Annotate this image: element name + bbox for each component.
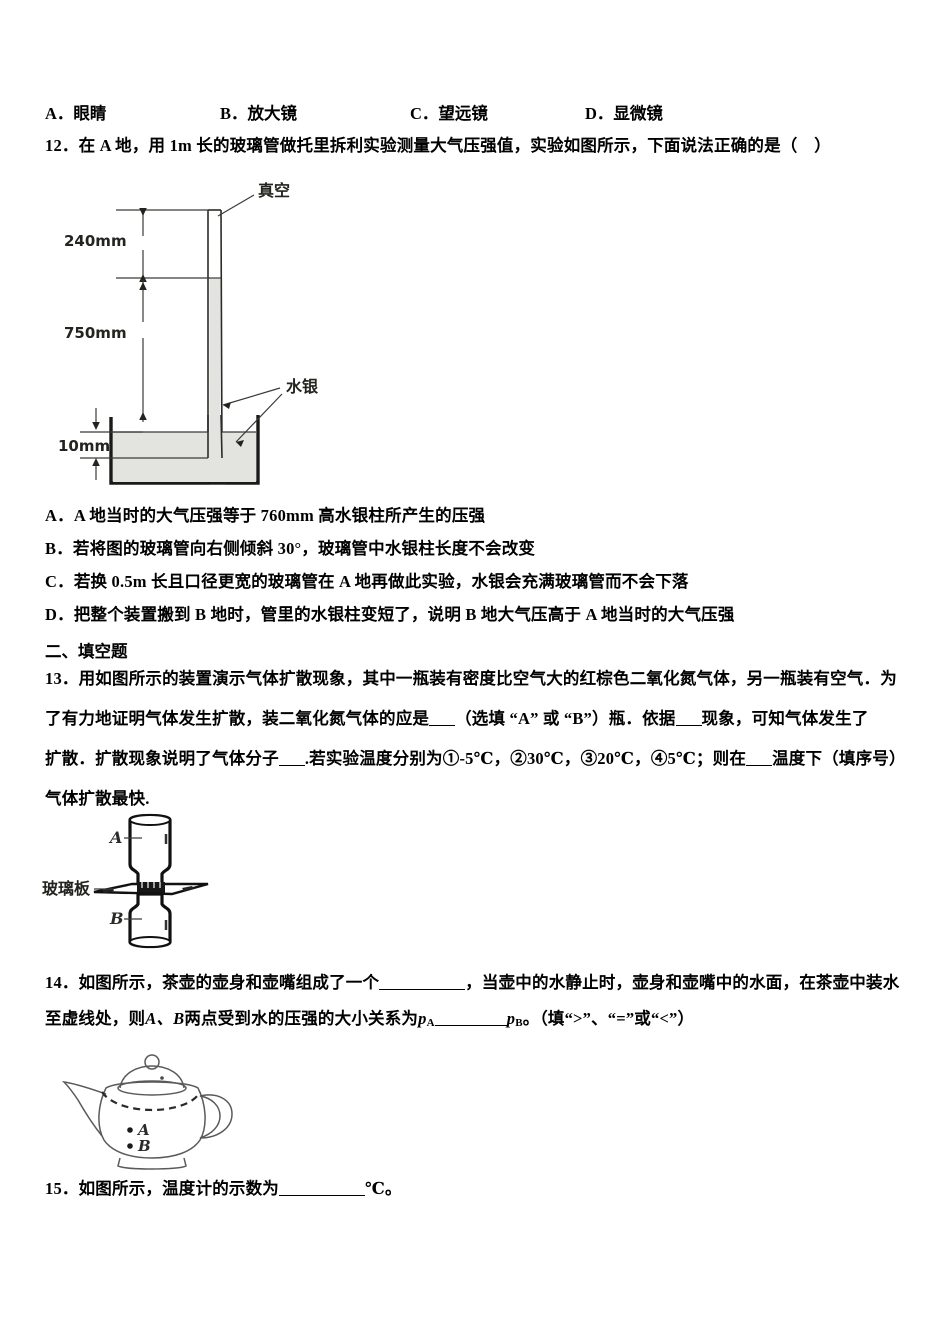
q13-circled-four: ④ bbox=[650, 749, 668, 768]
q14-line1-part-a: 14．如图所示，茶壶的壶身和壶嘴组成了一个 bbox=[45, 973, 380, 992]
bottle-b-base bbox=[129, 936, 171, 948]
mercury-leader-to-reservoir bbox=[235, 393, 283, 443]
teapot-base bbox=[117, 1157, 187, 1170]
q13-line3-temp-3: 20℃， bbox=[597, 749, 651, 768]
dim750-arrowhead-bottom bbox=[139, 412, 147, 420]
q14-blank-2 bbox=[434, 1025, 507, 1026]
tube-mercury-column bbox=[209, 278, 221, 458]
q13-blank-2 bbox=[675, 725, 702, 726]
q13-line-2: 了有力地证明气体发生扩散，装二氧化氮气体的应是 （选填 “A” 或 “B”）瓶．依… bbox=[45, 708, 869, 730]
q13-line3-temp-2: 30℃， bbox=[526, 749, 581, 768]
q14-points-ab: A、B bbox=[145, 1009, 185, 1028]
q13-line2-part-a: 了有力地证明气体发生扩散，装二氧化氮气体的应是 bbox=[45, 709, 430, 728]
dim10-arrowhead-down bbox=[92, 422, 100, 430]
q11-option-a: A．眼睛 bbox=[45, 104, 107, 123]
q14-pressure-a-symbol: p bbox=[418, 1009, 427, 1028]
plate-right-mark bbox=[182, 886, 194, 891]
reservoir-right-wall bbox=[226, 415, 260, 485]
q11-option-d: D．显微镜 bbox=[585, 104, 663, 123]
q13-line3-part-g: 温度下（填序号） bbox=[772, 749, 906, 768]
teapot-point-a-dot bbox=[127, 1127, 133, 1133]
q15-part-b: ℃。 bbox=[365, 1179, 402, 1198]
q15-part-a: 15．如图所示，温度计的示数为 bbox=[45, 1179, 279, 1198]
reservoir-left-wall bbox=[109, 417, 210, 485]
teapot-spout bbox=[61, 1080, 107, 1137]
teapot-lid-dome bbox=[119, 1065, 185, 1089]
bottle-a-mouth bbox=[129, 814, 171, 826]
q15-line: 15．如图所示，温度计的示数为 ℃。 bbox=[45, 1178, 402, 1200]
q13-line3-temp-4: 5℃；则在 bbox=[667, 749, 747, 768]
q15-blank bbox=[279, 1195, 365, 1196]
q12-option-a: A．A 地当时的大气压强等于 760mm 高水银柱所产生的压强 bbox=[45, 506, 486, 525]
q13-blank-3 bbox=[278, 765, 305, 766]
q14-pressure-b-symbol: p bbox=[506, 1009, 516, 1028]
mercury-leader-arrowhead-tube bbox=[223, 402, 231, 409]
q14-figure-container: A B bbox=[48, 1042, 248, 1172]
teapot-lid-rim bbox=[117, 1080, 187, 1096]
q13-figure-container: A B 玻璃板 bbox=[42, 808, 272, 958]
q13-blank-1 bbox=[429, 725, 456, 726]
mercury-leader-to-tube bbox=[222, 387, 281, 406]
q11-options-row: A．眼睛 B．放大镜 C．望远镜 D．显微镜 bbox=[45, 100, 925, 124]
q12-figure-container: 真空 240mm 750mm bbox=[58, 170, 358, 490]
teapot-point-b-dot bbox=[127, 1143, 133, 1149]
q14-line2-part-a: 至虚线处，则 bbox=[45, 1009, 146, 1028]
dim750-arrowhead-top bbox=[139, 282, 147, 290]
q12-stem: 12．在 A 地，用 1m 长的玻璃管做托里拆利实验测量大气压强值，实验如图所示… bbox=[45, 136, 831, 155]
q13-line3-part-a: 扩散．扩散现象说明了气体分子 bbox=[45, 749, 279, 768]
teapot-diagram: A B bbox=[61, 1054, 233, 1170]
dim10-arrowhead-up bbox=[92, 458, 100, 466]
q12-option-d: D．把整个装置搬到 B 地时，管里的水银柱变短了，说明 B 地大气压高于 A 地… bbox=[45, 605, 735, 624]
bottle-joint-band bbox=[137, 882, 165, 893]
dim-750mm-label: 750mm bbox=[64, 324, 127, 342]
q14-line1-part-b: ，当壶中的水静止时，壶身和壶嘴中的水面，在茶壶中装水 bbox=[465, 973, 900, 992]
teapot-point-b-label: B bbox=[137, 1137, 151, 1155]
tube-right-wall-lower bbox=[220, 414, 223, 459]
torricelli-experiment-diagram: 真空 240mm 750mm bbox=[58, 181, 319, 485]
q14-line-1: 14．如图所示，茶壶的壶身和壶嘴组成了一个 ，当壶中的水静止时，壶身和壶嘴中的水面… bbox=[45, 972, 899, 994]
q11-option-b: B．放大镜 bbox=[220, 104, 298, 123]
q14-line2-part-d: 。（填“>”、“=”或“<”） bbox=[522, 1009, 695, 1028]
bottle-a-label: A bbox=[108, 828, 122, 847]
glass-plate-label: 玻璃板 bbox=[42, 879, 91, 898]
q11-option-c: C．望远镜 bbox=[410, 104, 488, 123]
q14-line2-part-c: 两点受到水的压强的大小关系为 bbox=[184, 1009, 419, 1028]
q13-line-3: 扩散．扩散现象说明了气体分子 .若实验温度分别为①-5℃，②30℃，③20℃，④5… bbox=[45, 748, 906, 770]
mercury-label: 水银 bbox=[286, 377, 319, 396]
vacuum-leader-line bbox=[217, 194, 255, 217]
q13-line-1: 13．用如图所示的装置演示气体扩散现象，其中一瓶装有密度比空气大的红棕色二氧化氮… bbox=[45, 669, 897, 688]
q13-line2-part-c: 现象，可知气体发生了 bbox=[701, 709, 869, 728]
teapot-lid-vent-dot bbox=[160, 1076, 164, 1080]
mercury-leader-arrowhead-reservoir bbox=[236, 440, 244, 447]
teapot-lid-knob bbox=[144, 1054, 160, 1070]
dim-240mm-label: 240mm bbox=[64, 232, 127, 250]
tube-mercury-in-reservoir bbox=[209, 432, 221, 458]
teapot-handle bbox=[199, 1094, 233, 1139]
q14-blank-1 bbox=[379, 989, 466, 990]
q14-pressure-b-subscript: B bbox=[515, 1017, 523, 1029]
dim-10mm-label: 10mm bbox=[58, 437, 110, 455]
dim240-arrowhead-down bbox=[139, 274, 147, 282]
q12-option-b: B．若将图的玻璃管向右侧倾斜 30°，玻璃管中水银柱长度不会改变 bbox=[45, 539, 536, 558]
q12-option-c: C．若换 0.5m 长且口径更宽的玻璃管在 A 地再做此实验，水银会充满玻璃管而… bbox=[45, 572, 689, 591]
teapot-body bbox=[98, 1081, 206, 1159]
teapot-water-level-dashed-line bbox=[101, 1091, 201, 1112]
q13-circled-two: ② bbox=[510, 749, 527, 768]
q13-line3-temp-1: -5℃， bbox=[459, 749, 511, 768]
q13-circled-one: ① bbox=[442, 749, 460, 768]
bottle-b-label: B bbox=[109, 909, 124, 928]
q13-circled-three: ③ bbox=[580, 749, 598, 768]
reservoir-mercury-fill bbox=[113, 432, 256, 482]
q13-line-4: 气体扩散最快. bbox=[45, 789, 150, 808]
gas-diffusion-bottles-diagram: A B 玻璃板 bbox=[42, 813, 209, 949]
vacuum-label: 真空 bbox=[258, 181, 290, 200]
teapot-point-a-label: A bbox=[136, 1121, 150, 1139]
q13-line2-part-b: （选填 “A” 或 “B”）瓶．依据 bbox=[455, 709, 676, 728]
q13-blank-4 bbox=[746, 765, 773, 766]
section-2-heading: 二、填空题 bbox=[45, 642, 128, 661]
q14-pressure-a-subscript: A bbox=[426, 1017, 435, 1029]
dim240-arrowhead-up bbox=[139, 208, 147, 216]
q13-line3-part-b: .若实验温度分别为 bbox=[304, 749, 443, 768]
